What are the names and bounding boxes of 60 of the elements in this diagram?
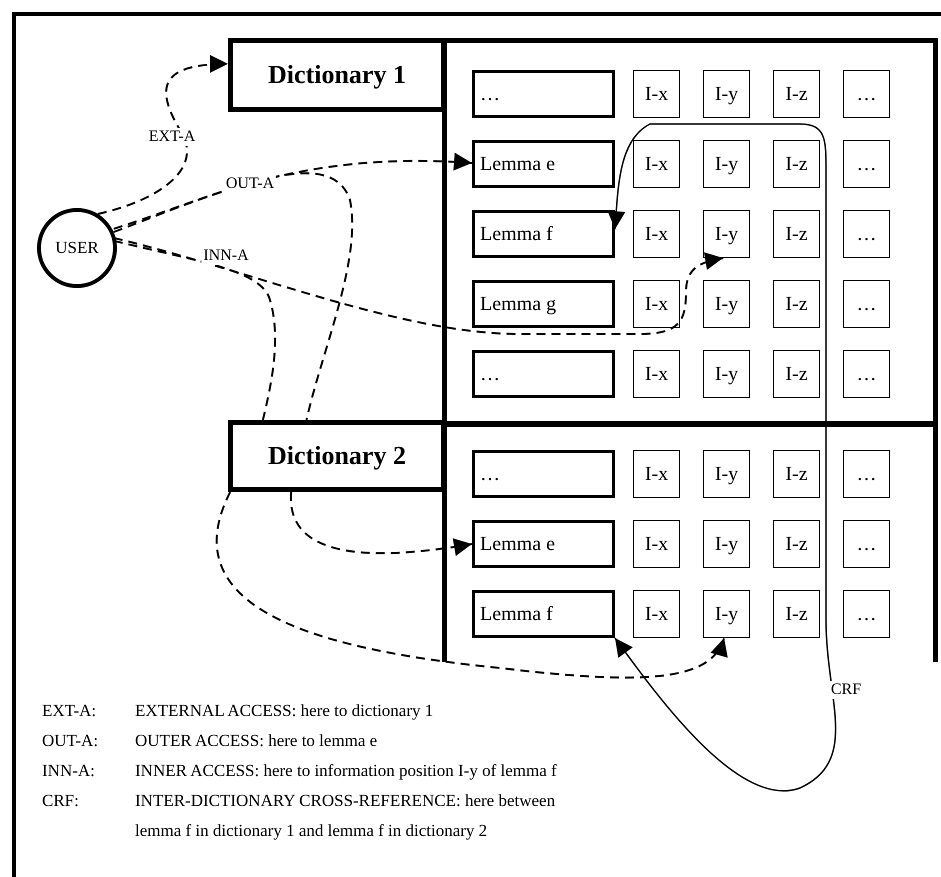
lemma-box: Lemma f [472,210,615,258]
arrow [98,55,228,215]
info-cell: I-z [773,350,820,398]
user-circle: USER [37,208,117,288]
lemma-box: Lemma g [472,280,615,328]
info-cell: I-z [773,520,820,568]
info-cell: I-x [633,520,680,568]
info-cell: … [843,590,890,638]
key-abbreviation: EXT-A: [42,700,98,722]
info-cell: … [843,140,890,188]
key-abbreviation: OUT-A: [42,730,100,752]
info-cell: I-y [703,450,750,498]
info-cell: I-y [703,210,750,258]
info-cell: I-z [773,590,820,638]
arrow [216,492,726,679]
connector-line [113,172,353,420]
info-cell: I-z [773,280,820,328]
info-cell: I-x [633,140,680,188]
key-abbreviation: CRF: [42,790,80,812]
lemma-box: … [472,350,615,398]
info-cell: I-z [773,210,820,258]
edge-label: OUT-A [224,175,276,193]
key-description: INTER-DICTIONARY CROSS-REFERENCE: here between lemma f in dictionary 1 and lemma f in dictionary 2 [135,790,556,842]
info-cell: I-y [703,590,750,638]
arrow [114,237,724,335]
info-cell: I-z [773,70,820,118]
lemma-box: Lemma f [472,590,615,638]
info-cell: I-x [633,450,680,498]
info-cell: I-y [703,350,750,398]
info-cell: I-x [633,280,680,328]
info-cell: I-x [633,350,680,398]
key-description: OUTER ACCESS: here to lemma e [135,730,378,752]
lemma-box: … [472,450,615,498]
connector-line [114,240,276,420]
info-cell: I-y [703,140,750,188]
edge-label: CRF [828,681,864,699]
lemma-box: Lemma e [472,520,615,568]
lemma-box: … [472,70,615,118]
info-cell: I-y [703,280,750,328]
info-cell: … [843,210,890,258]
double-headed-arrow [607,123,836,791]
key-abbreviation: INN-A: [42,760,96,782]
lemma-box: Lemma e [472,140,615,188]
arrow [290,492,472,556]
info-cell: I-z [773,140,820,188]
info-cell: … [843,70,890,118]
info-cell: … [843,450,890,498]
edge-label: EXT-A [146,128,198,146]
info-cell: I-y [703,70,750,118]
info-cell: I-x [633,70,680,118]
info-cell: … [843,350,890,398]
info-cell: I-z [773,450,820,498]
key-description: EXTERNAL ACCESS: here to dictionary 1 [135,700,434,722]
info-cell: I-x [633,210,680,258]
edge-label: INN-A [201,247,251,265]
info-cell: … [843,520,890,568]
key-description: INNER ACCESS: here to information position I-y of lemma f [135,760,558,782]
info-cell: … [843,280,890,328]
info-cell: I-y [703,520,750,568]
info-cell: I-x [633,590,680,638]
